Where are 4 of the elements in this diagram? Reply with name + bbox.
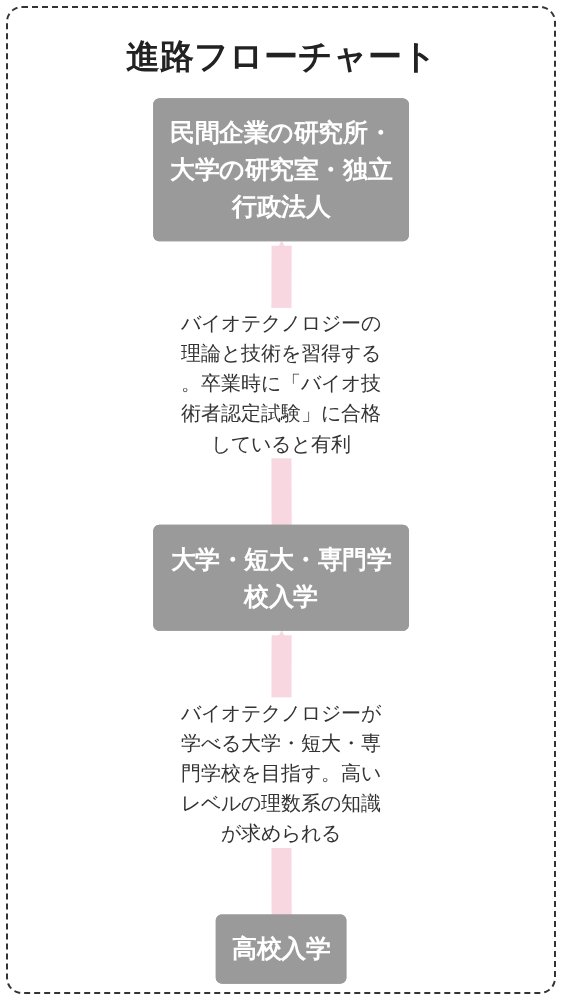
title: 進路フローチャート (125, 35, 437, 78)
edge-label: バイオテクノロジーが学べる大学・短大・専門学校を目指す。高いレベルの理数系の知識が求められる (180, 700, 382, 845)
dashed-frame: 進路フローチャート 民間企業の研究所・大学の研究室・独立行政法人 バイオテクノロジーの理論と技術を習得する。卒業時に「バイオ技術者認定試験」に合格していると有利 大学・短大・専門学校入学 バイオテクノロジーが学べる大学・短大・専門学校を目指す。高いレベルの理数系の知識が求められる 高校入学 (6, 6, 556, 994)
edge-label: バイオテクノロジーの理論と技術を習得する。卒業時に「バイオ技術者認定試験」に合格していると有利 (180, 311, 382, 456)
